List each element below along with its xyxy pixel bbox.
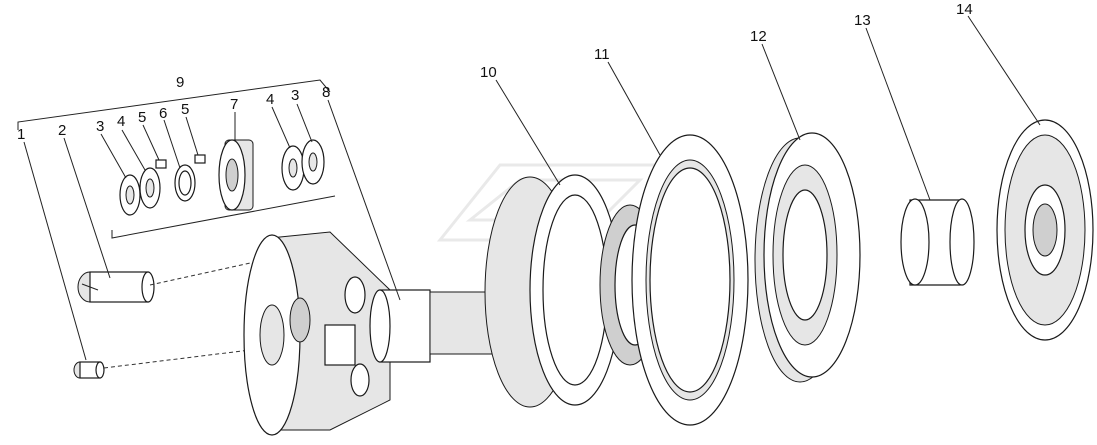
part-3-washer-left xyxy=(119,174,141,216)
callout-1: 1 xyxy=(17,126,25,143)
callout-14: 14 xyxy=(956,1,973,18)
axis-line-pin xyxy=(149,261,256,286)
axis-line-small-pin xyxy=(103,349,251,369)
callout-labels: 1 2 3 4 5 6 5 7 4 3 8 9 10 11 12 13 14 xyxy=(17,1,973,143)
callout-12: 12 xyxy=(750,28,767,45)
callout-5-left: 5 xyxy=(138,109,146,126)
callout-8: 8 xyxy=(322,84,330,101)
part-10-ring-gear xyxy=(484,174,621,408)
part-6-bearing xyxy=(174,164,196,202)
callout-4-right: 4 xyxy=(266,91,274,108)
callout-5-right: 5 xyxy=(181,101,189,118)
part-11-plate xyxy=(631,134,749,426)
planet-carrier xyxy=(243,231,391,436)
callout-2: 2 xyxy=(58,122,66,139)
leader-lines xyxy=(23,15,1041,361)
part-3-washer-right xyxy=(301,139,325,185)
callout-11: 11 xyxy=(594,46,610,63)
part-13-sleeve xyxy=(900,198,975,286)
callout-10: 10 xyxy=(480,64,497,81)
part-5-pin-left xyxy=(155,159,167,169)
part-2-pin xyxy=(77,271,155,303)
callout-7: 7 xyxy=(230,96,238,113)
kit-bracket xyxy=(17,79,336,239)
part-12-hub xyxy=(754,132,861,383)
part-4-washer-left xyxy=(139,167,161,209)
callout-13: 13 xyxy=(854,12,871,29)
part-7-planet-gear xyxy=(218,139,254,211)
callout-9: 9 xyxy=(176,74,184,91)
callout-6: 6 xyxy=(159,105,167,122)
callout-4-left: 4 xyxy=(117,113,125,130)
part-5-pin-right xyxy=(194,154,206,164)
part-14-gear xyxy=(996,119,1094,341)
callout-3-left: 3 xyxy=(96,118,104,135)
callout-3-right: 3 xyxy=(291,87,299,104)
part-4-washer-right xyxy=(281,145,305,191)
part-1-small-pin xyxy=(73,361,105,379)
